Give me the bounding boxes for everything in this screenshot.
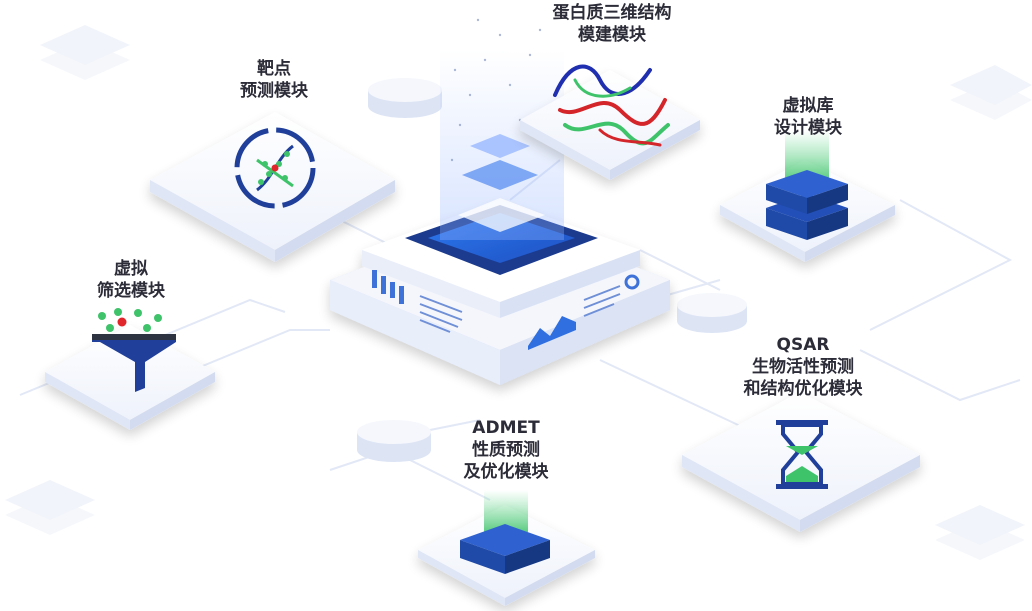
funnel-icon — [92, 308, 176, 392]
label-admet-line1: ADMET — [472, 418, 540, 438]
label-virtual-library-line1: 虚拟库 — [782, 96, 834, 116]
dna-icon — [234, 127, 316, 209]
label-qsar: QSAR 生物活性预测 和结构优化模块 — [744, 334, 863, 400]
platform-status-dot — [624, 274, 640, 290]
label-protein-structure-line1: 蛋白质三维结构 — [552, 3, 672, 23]
small-cylinders — [357, 78, 747, 462]
label-virtual-screening: 虚拟 筛选模块 — [97, 258, 165, 302]
label-virtual-screening-line1: 虚拟 — [114, 259, 148, 279]
platform-list-lines — [583, 285, 621, 317]
decorative-tiles — [5, 25, 1032, 560]
label-qsar-line1: QSAR — [776, 335, 830, 355]
label-protein-structure: 蛋白质三维结构 模建模块 — [553, 2, 672, 46]
label-target-prediction-line1: 靶点 — [257, 59, 291, 79]
label-virtual-screening-line2: 筛选模块 — [97, 281, 165, 301]
hourglass-icon — [776, 420, 828, 489]
label-target-prediction-line2: 预测模块 — [240, 81, 308, 101]
label-qsar-line3: 和结构优化模块 — [743, 379, 863, 399]
label-qsar-line2: 生物活性预测 — [752, 357, 854, 377]
label-virtual-library-line2: 设计模块 — [774, 118, 842, 138]
protein-ribbon-icon — [553, 64, 670, 147]
label-admet: ADMET 性质预测 及优化模块 — [464, 417, 549, 483]
platform-bar-chart-icon — [372, 270, 404, 304]
label-protein-structure-line2: 模建模块 — [578, 25, 646, 45]
data-block-icon — [460, 490, 550, 574]
center-beam — [440, 18, 564, 240]
label-virtual-library: 虚拟库 设计模块 — [774, 95, 842, 139]
platform-area-chart-icon — [528, 316, 576, 350]
module-virtual-screening — [45, 325, 215, 430]
database-stack-icon — [766, 130, 848, 240]
module-qsar — [682, 392, 920, 532]
label-admet-line2: 性质预测 — [472, 440, 540, 460]
label-target-prediction: 靶点 预测模块 — [240, 58, 308, 102]
label-admet-line3: 及优化模块 — [463, 462, 549, 482]
module-target-prediction — [150, 112, 395, 262]
platform-text-lines — [419, 295, 463, 333]
